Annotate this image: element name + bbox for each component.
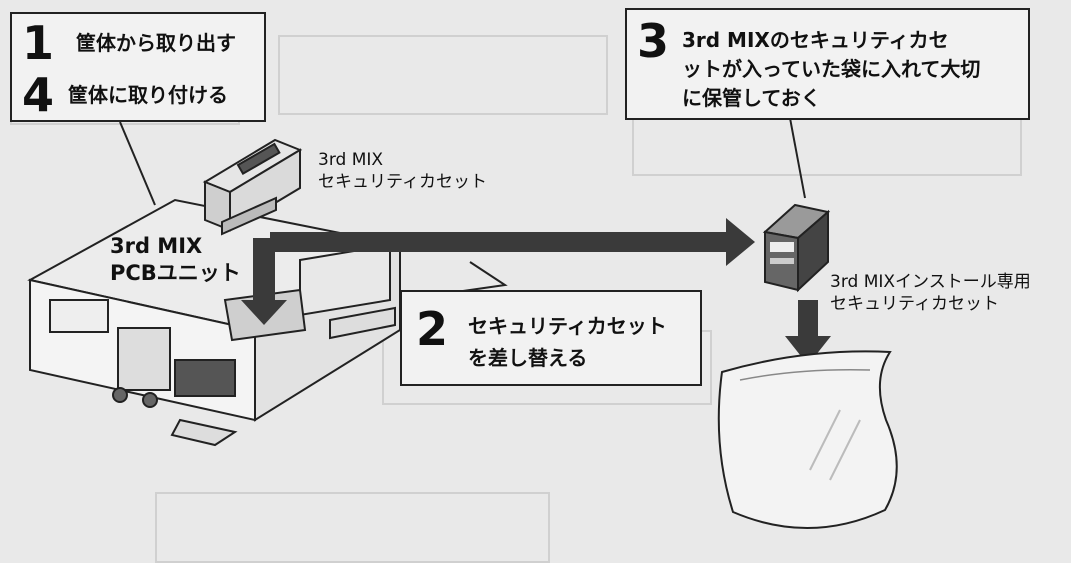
step-3-text-line3: に保管しておく [682, 86, 821, 110]
step-1-text: 筐体から取り出す [76, 30, 237, 55]
ghost-box-bottom [155, 492, 550, 563]
cassette-label-line1: 3rd MIX [318, 150, 384, 170]
step-1-number: 1 [22, 16, 55, 70]
pcb-label-line1: 3rd MIX [110, 234, 203, 258]
step-3-text-line1: 3rd MIXのセキュリティカセ [682, 28, 949, 52]
pcb-label-line2: PCBユニット [110, 261, 241, 285]
swap-arrows [241, 218, 755, 325]
step-3-text-line2: ットが入っていた袋に入れて大切 [682, 57, 981, 81]
cassette-label-line2: セキュリティカセット [318, 172, 487, 192]
cassette-drawing [202, 138, 303, 236]
install-cassette-label-line1: 3rd MIXインストール専用 [830, 272, 1031, 292]
step-4-text: 筐体に取り付ける [68, 82, 229, 107]
step-2-text-line2: を差し替える [468, 346, 588, 370]
step-4-number: 4 [22, 68, 55, 122]
step-3-number: 3 [637, 14, 670, 68]
callout-1-pointer [119, 121, 156, 206]
install-cassette-drawing [762, 203, 831, 293]
callout-step-3: 3 3rd MIXのセキュリティカセ ットが入っていた袋に入れて大切 に保管して… [625, 8, 1030, 120]
storage-bag-drawing [717, 350, 898, 529]
callout-3-pointer [789, 117, 806, 199]
down-arrow [785, 300, 831, 365]
ghost-box-top [278, 35, 608, 115]
callout-step-2: 2 セキュリティカセット を差し替える [400, 290, 702, 386]
step-2-text-line1: セキュリティカセット [468, 314, 667, 338]
install-cassette-label-line2: セキュリティカセット [830, 294, 999, 314]
step-2-number: 2 [416, 302, 449, 356]
callout-steps-1-4: 1 筐体から取り出す 4 筐体に取り付ける [10, 12, 266, 122]
pcb-unit-drawing [27, 198, 403, 447]
